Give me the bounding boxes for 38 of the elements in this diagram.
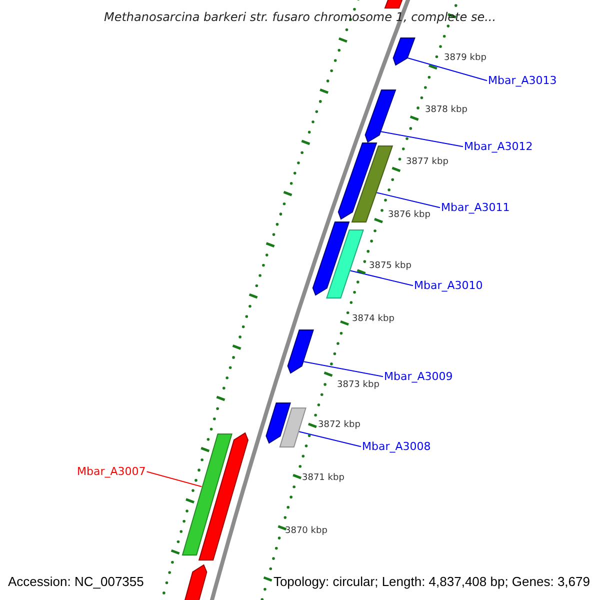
gene-block <box>182 434 232 556</box>
gene-label: Mbar_A3012 <box>464 140 533 154</box>
gene-label: Mbar_A3010 <box>414 279 483 292</box>
scale-tick-label: 3875 kbp <box>369 261 412 272</box>
gene-block <box>392 38 416 66</box>
leader-line <box>146 471 202 488</box>
scale-tick-label: 3874 kbp <box>352 314 394 325</box>
gene-label: Mbar_A3009 <box>384 370 453 384</box>
summary-text: Topology: circular; Length: 4,837,408 bp; Genes: 3,679 <box>273 574 590 590</box>
gene-label: Mbar_A3011 <box>441 201 510 214</box>
gene-block <box>279 408 306 448</box>
scale-tick-label: 3879 kbp <box>444 53 486 64</box>
scale-tick-label: 3878 kbp <box>425 105 468 116</box>
scale-tick-label: 3877 kbp <box>406 157 448 168</box>
gene-label: Mbar_A3013 <box>488 74 557 88</box>
gene-label: Mbar_A3008 <box>362 440 431 454</box>
leader-line <box>350 270 414 286</box>
leader-line <box>376 192 440 208</box>
scale-tick-label: 3870 kbp <box>285 526 328 537</box>
scale-tick-label: 3876 kbp <box>388 210 430 221</box>
scale-tick-label: 3873 kbp <box>337 380 380 391</box>
gene-block <box>287 330 314 374</box>
gene-block <box>182 564 208 600</box>
gene-block <box>326 230 364 298</box>
title: Methanosarcina barkeri str. fusaro chromosome 1, complete se... <box>102 10 498 24</box>
leader-line <box>407 58 488 82</box>
scale-tick-label: 3871 kbp <box>302 473 344 484</box>
leader-line <box>298 431 362 448</box>
leader-line <box>303 361 384 378</box>
gene-block <box>364 90 396 143</box>
gene-block <box>198 432 249 560</box>
gene-block <box>312 222 350 296</box>
accession-text: Accession: NC_007355 <box>8 574 144 590</box>
scale-tick-label: 3872 kbp <box>318 420 360 431</box>
gene-block <box>338 142 378 220</box>
leader-line <box>380 131 464 148</box>
gene-block <box>266 402 291 444</box>
gene-label: Mbar_A3007 <box>77 465 146 478</box>
